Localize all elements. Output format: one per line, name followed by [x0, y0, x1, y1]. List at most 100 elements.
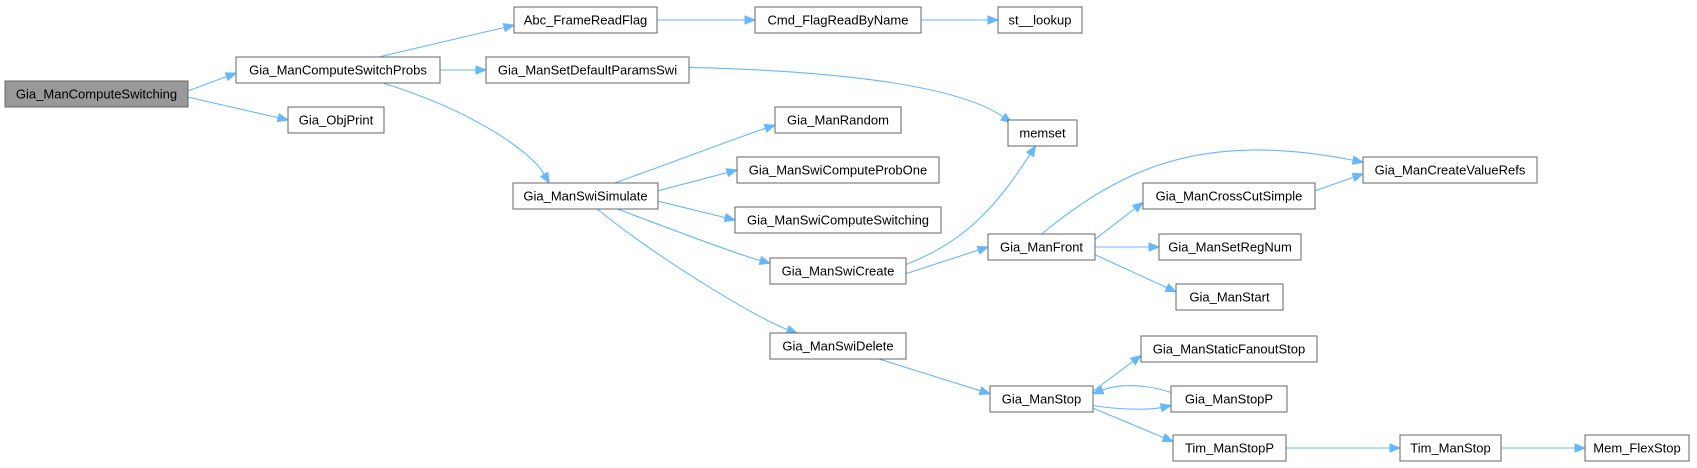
edge-n15-to-n22	[1092, 407, 1175, 443]
arrowhead-icon	[1351, 172, 1365, 182]
arrowhead-icon	[224, 72, 238, 82]
arrowhead-icon	[723, 212, 737, 223]
node-label: Gia_ManSwiComputeSwitching	[747, 213, 929, 228]
node-label: Gia_ManRandom	[787, 113, 889, 128]
node-gia-mancreatevaluerefs[interactable]: Gia_ManCreateValueRefs	[1362, 156, 1538, 184]
node-label: Gia_ManStart	[1189, 290, 1270, 305]
node-gia-objprint[interactable]: Gia_ObjPrint	[287, 106, 385, 134]
edge-n17-to-n16	[1314, 172, 1365, 192]
node-cmd-flagreadbyname[interactable]: Cmd_FlagReadByName	[754, 6, 922, 34]
edge-line	[187, 96, 279, 119]
edge-n14-to-n18	[1095, 242, 1161, 252]
node-label: Cmd_FlagReadByName	[768, 13, 909, 28]
node-box	[754, 6, 922, 34]
node-gia-manswidelete[interactable]: Gia_ManSwiDelete	[769, 332, 907, 360]
edge-n23-to-n24	[1501, 443, 1587, 453]
arrowhead-icon	[1164, 283, 1178, 293]
node-box	[769, 332, 907, 360]
node-box	[769, 257, 907, 285]
arrowhead-icon	[987, 15, 1000, 25]
edge-n5-to-n11	[657, 200, 737, 223]
arrowhead-icon	[978, 386, 992, 396]
edge-n15-to-n20	[1092, 354, 1143, 392]
edge-line	[187, 76, 227, 92]
node-gia-mancomputeswitching[interactable]: Gia_ManComputeSwitching	[4, 80, 189, 108]
edge-n12-to-n8	[905, 144, 1037, 266]
node-tim-manstop[interactable]: Tim_ManStop	[1399, 434, 1502, 462]
node-label: Gia_ManCrossCutSimple	[1156, 189, 1303, 204]
node-gia-mancomputeswitchprobs[interactable]: Gia_ManComputeSwitchProbs	[235, 56, 441, 84]
node-gia-manswicomputeprobone[interactable]: Gia_ManSwiComputeProbOne	[736, 156, 940, 184]
node-gia-manstaticfanoutstop[interactable]: Gia_ManStaticFanoutStop	[1140, 335, 1318, 363]
edge-line	[1092, 361, 1134, 392]
arrowhead-icon	[1389, 443, 1402, 453]
node-box	[4, 80, 189, 108]
node-st-lookup[interactable]: st__lookup	[997, 6, 1083, 34]
node-label: Gia_ManComputeSwitching	[16, 87, 177, 102]
edge-line	[1102, 385, 1172, 394]
edge-line	[1092, 404, 1162, 410]
node-box	[1142, 182, 1316, 210]
node-box	[287, 106, 385, 134]
edge-line	[878, 358, 981, 392]
node-abc-framereadflag[interactable]: Abc_FrameReadFlag	[513, 6, 658, 34]
node-gia-manswicreate[interactable]: Gia_ManSwiCreate	[769, 257, 907, 285]
node-box	[1584, 434, 1690, 462]
node-gia-mansetregnum[interactable]: Gia_ManSetRegNum	[1158, 233, 1302, 261]
edge-n5-to-n9	[614, 123, 777, 184]
node-gia-mansetdefaultparamsswi[interactable]: Gia_ManSetDefaultParamsSwi	[485, 56, 690, 84]
arrowhead-icon	[785, 325, 799, 335]
node-label: Gia_ManFront	[1000, 240, 1083, 255]
node-label: Tim_ManStopP	[1185, 441, 1274, 456]
edge-n15-to-n21	[1092, 403, 1173, 413]
node-box	[736, 156, 940, 184]
edge-line	[1094, 254, 1168, 289]
node-gia-manrandom[interactable]: Gia_ManRandom	[774, 106, 902, 134]
edge-line	[382, 82, 545, 175]
arrowhead-icon	[1148, 242, 1161, 252]
node-box	[1362, 156, 1538, 184]
edge-layer	[187, 15, 1587, 453]
node-gia-mancrosscutsimple[interactable]: Gia_ManCrossCutSimple	[1142, 182, 1316, 210]
node-gia-manstart[interactable]: Gia_ManStart	[1175, 283, 1284, 311]
node-gia-manswicomputeswitching[interactable]: Gia_ManSwiComputeSwitching	[734, 206, 942, 234]
edge-n14-to-n19	[1094, 254, 1178, 293]
arrowhead-icon	[539, 171, 550, 185]
node-label: Gia_ManStopP	[1185, 392, 1273, 407]
node-gia-manfront[interactable]: Gia_ManFront	[987, 233, 1096, 261]
arrowhead-icon	[976, 245, 990, 255]
edge-line	[657, 200, 726, 219]
node-box	[1158, 233, 1302, 261]
node-memset[interactable]: memset	[1007, 119, 1078, 147]
node-label: Gia_ManSwiCreate	[782, 264, 895, 279]
node-tim-manstopp[interactable]: Tim_ManStopP	[1172, 434, 1287, 462]
edge-line	[596, 208, 788, 331]
node-label: Gia_ManSetRegNum	[1168, 240, 1292, 255]
arrowhead-icon	[1091, 385, 1105, 395]
node-box	[1140, 335, 1318, 363]
edge-n5-to-n10	[657, 168, 739, 192]
node-box	[987, 233, 1096, 261]
edge-line	[614, 127, 766, 184]
edge-n14-to-n17	[1094, 201, 1145, 240]
arrowhead-icon	[502, 22, 516, 33]
edge-line	[657, 172, 728, 192]
edge-line	[1041, 149, 1354, 235]
node-label: Gia_ObjPrint	[299, 113, 374, 128]
arrowhead-icon	[1159, 403, 1173, 413]
node-gia-manstop[interactable]: Gia_ManStop	[989, 385, 1094, 413]
node-gia-manstopp[interactable]: Gia_ManStopP	[1170, 385, 1288, 413]
node-label: Gia_ManStaticFanoutStop	[1153, 342, 1305, 357]
node-gia-manswisimulate[interactable]: Gia_ManSwiSimulate	[512, 182, 659, 210]
node-box	[235, 56, 441, 84]
node-box	[1170, 385, 1288, 413]
node-label: Gia_ManComputeSwitchProbs	[249, 63, 427, 78]
edge-line	[1092, 407, 1164, 439]
node-box	[989, 385, 1094, 413]
arrowhead-icon	[1129, 354, 1143, 366]
edge-line	[617, 208, 761, 262]
edge-n14-to-n16	[1041, 149, 1365, 235]
arrowhead-icon	[1574, 443, 1587, 453]
node-mem-flexstop[interactable]: Mem_FlexStop	[1584, 434, 1690, 462]
